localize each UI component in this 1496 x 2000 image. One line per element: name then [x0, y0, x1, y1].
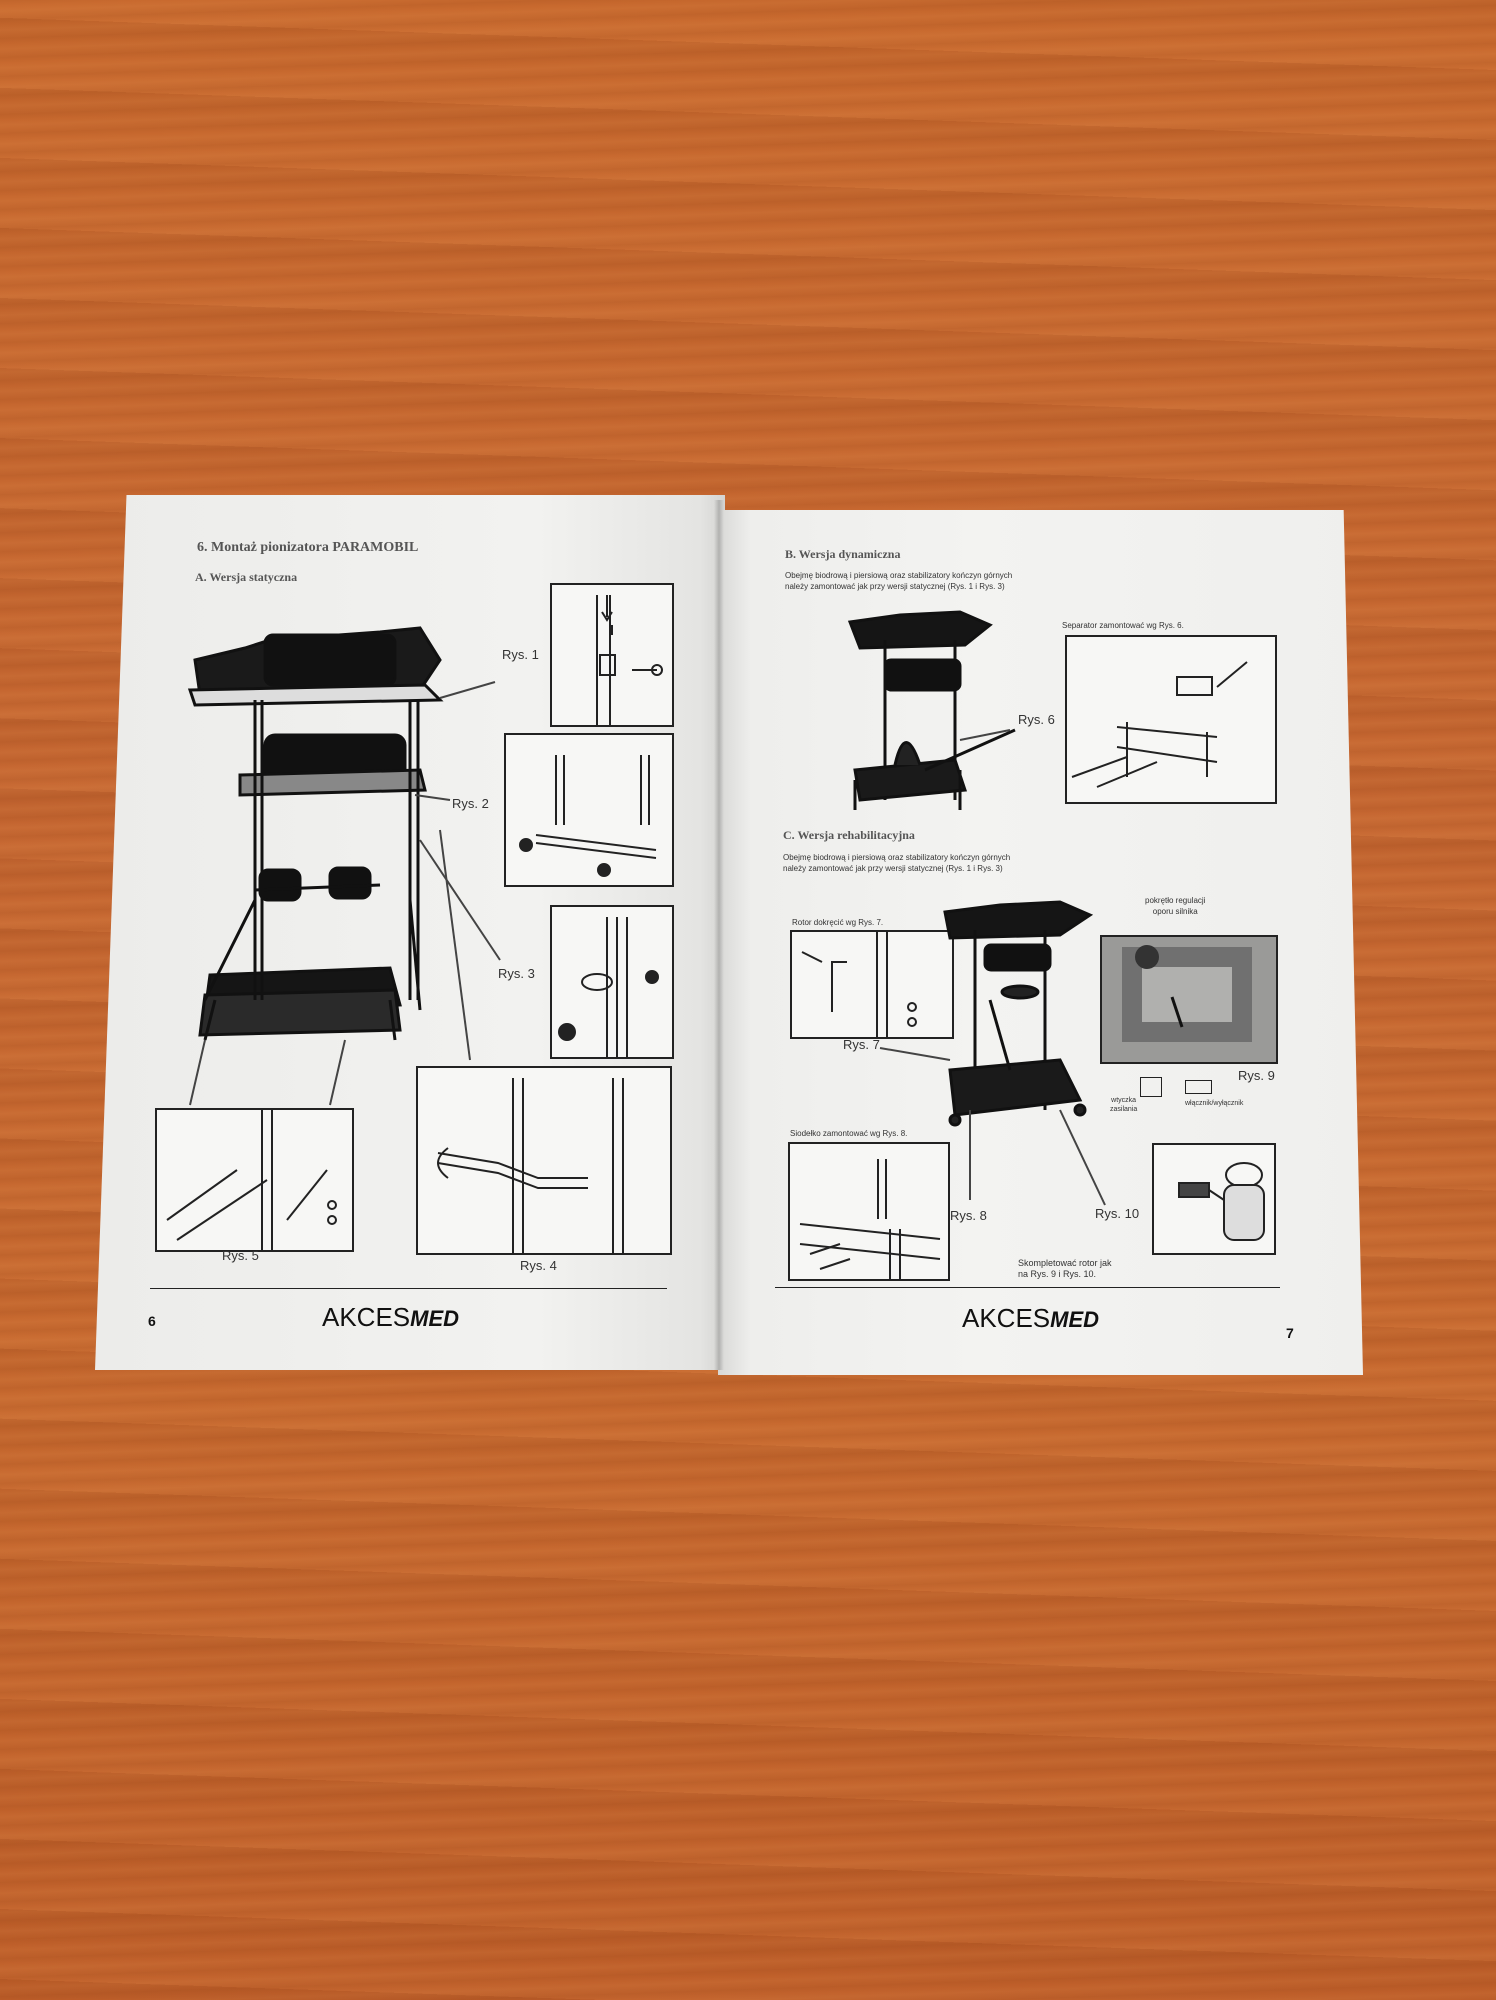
rys1-label: Rys. 1 — [502, 647, 539, 662]
rys8-label: Rys. 8 — [950, 1208, 987, 1223]
subsection-title: A. Wersja statyczna — [195, 570, 298, 584]
rys3-label: Rys. 3 — [498, 966, 535, 981]
figure-rys9-photo — [1100, 935, 1278, 1064]
rys7-label: Rys. 7 — [843, 1037, 880, 1052]
rys6-label: Rys. 6 — [1018, 712, 1055, 727]
complete-caption: Skompletować rotor jak na Rys. 9 i Rys. … — [1018, 1258, 1112, 1279]
brand-logo-right: AKCESMED — [962, 1303, 1099, 1334]
section-c-text: Obejmę biodrową i piersiową oraz stabili… — [783, 853, 1011, 873]
left-page-number: 6 — [148, 1313, 156, 1329]
rys4-label: Rys. 4 — [520, 1258, 557, 1273]
rys10-label: Rys. 10 — [1095, 1206, 1140, 1221]
figure-rys2 — [504, 733, 674, 887]
section-c-title: C. Wersja rehabilitacyjna — [783, 828, 915, 842]
section-b-title: B. Wersja dynamiczna — [785, 547, 901, 561]
separator-caption: Separator zamontować wg Rys. 6. — [1062, 621, 1184, 630]
spine-shadow — [714, 500, 724, 1370]
switch-icon — [1185, 1080, 1212, 1094]
figure-rys4 — [416, 1066, 672, 1255]
figure-rys5 — [155, 1108, 354, 1252]
figure-rys10 — [1152, 1143, 1276, 1255]
rys2-label: Rys. 2 — [452, 796, 489, 811]
figure-rys6 — [1065, 635, 1277, 804]
brand-prefix: AKCES — [322, 1302, 411, 1332]
figure-rys8 — [788, 1142, 950, 1281]
rys9-label: Rys. 9 — [1238, 1068, 1275, 1083]
section-b-text: Obejmę biodrową i piersiową oraz stabili… — [785, 571, 1013, 591]
brand-prefix: AKCES — [962, 1303, 1051, 1333]
brand-logo-left: AKCESMED — [322, 1302, 459, 1333]
figure-rys3 — [550, 905, 674, 1059]
figure-rys7 — [790, 930, 954, 1039]
rotor-caption: Rotor dokręcić wg Rys. 7. — [792, 918, 884, 927]
figure-rys1 — [550, 583, 674, 727]
seat-caption: Siodełko zamontować wg Rys. 8. — [790, 1129, 908, 1138]
left-footer-rule — [150, 1288, 667, 1289]
brand-suffix: MED — [410, 1306, 460, 1331]
brand-suffix: MED — [1050, 1307, 1100, 1332]
right-footer-rule — [775, 1287, 1280, 1288]
switch-caption: włącznik/wyłącznik — [1185, 1100, 1244, 1107]
plug-caption: wtyczka zasilania — [1110, 1097, 1138, 1113]
right-page-number: 7 — [1286, 1325, 1294, 1341]
knob-caption: pokrętło regulacji oporu silnika — [1145, 896, 1206, 916]
section-title: 6. Montaż pionizatora PARAMOBIL — [197, 540, 419, 555]
rys5-label: Rys. 5 — [222, 1248, 259, 1263]
plug-icon — [1140, 1077, 1162, 1097]
